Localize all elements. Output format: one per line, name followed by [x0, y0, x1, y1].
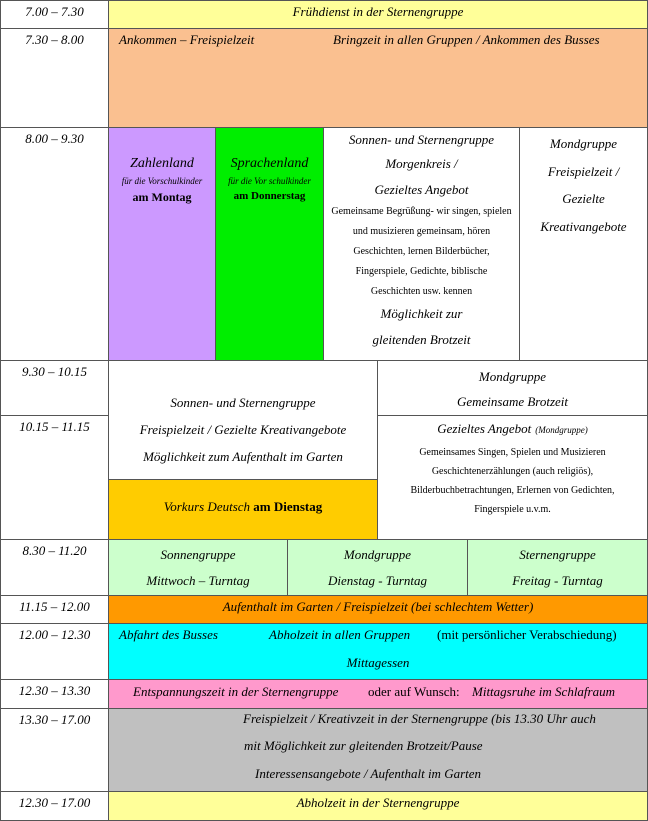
bringzeit-cell: Ankommen – Freispielzeit Bringzeit in al…	[108, 28, 648, 128]
time-cell-8: 12.00 – 12.30	[0, 623, 109, 680]
sonnengruppe-name: Sonnengruppe	[160, 547, 236, 562]
sonnengruppe-days: Mittwoch – Turntag	[146, 573, 250, 588]
brotzeit-line1: Mondgruppe	[478, 369, 547, 384]
mondgruppe-freispiel-cell: Mondgruppe Freispielzeit / Gezielte Krea…	[519, 127, 648, 361]
garten-freispiel-cell: Aufenthalt im Garten / Freispielzeit (be…	[108, 595, 648, 624]
abholzeit-sterne-cell: Abholzeit in der Sternengruppe	[108, 791, 648, 821]
sonnen-sternen-morgenkreis-cell: Sonnen- und Sternengruppe Morgenkreis / …	[323, 127, 520, 361]
nachmittag-line3: Interessensangebote / Aufenthalt im Gart…	[255, 766, 482, 781]
nachmittag-line2: mit Möglichkeit zur gleitenden Brotzeit/…	[244, 738, 483, 753]
abfahrt-bus: Abfahrt des Busses	[119, 627, 218, 642]
fruehdienst-cell: Frühdienst in der Sternengruppe	[108, 0, 648, 29]
zahlenland-day: am Montag	[132, 190, 192, 204]
time-cell-6: 8.30 – 11.20	[0, 539, 109, 596]
mond-line2: Freispielzeit /	[547, 163, 620, 179]
vorkurs-bold: am Dienstag	[253, 499, 323, 514]
morgenkreis-line4: Möglichkeit zur	[380, 306, 463, 321]
entspannungszeit-cell: Entspannungszeit in der Sternengruppe od…	[108, 679, 648, 709]
freispiel-line3: Möglichkeit zum Aufenthalt im Garten	[143, 449, 343, 464]
sternengruppe-turntag-cell: Sternengruppe Freitag - Turntag	[467, 539, 648, 596]
mondgruppe-name: Mondgruppe	[343, 547, 412, 562]
mond-line4: Kreativangebote	[540, 218, 627, 234]
entspannung-c: Mittagsruhe im Schlafraum	[472, 684, 615, 699]
brotzeit-line2: Gemeinsame Brotzeit	[456, 394, 569, 409]
angebot-title: Gezieltes Angebot	[437, 421, 532, 436]
entspannung-a: Entspannungszeit in der Sternengruppe	[133, 684, 339, 699]
sprachenland-title: Sprachenland	[230, 156, 309, 171]
sonnen-sternen-freispiel-cell: Sonnen- und Sternengruppe Freispielzeit …	[108, 360, 378, 480]
entspannung-b: oder auf Wunsch:	[368, 684, 460, 699]
sternengruppe-name: Sternengruppe	[519, 547, 596, 562]
gezieltes-angebot-mond-cell: Gezieltes Angebot (Mondgruppe) Gemeinsam…	[377, 415, 648, 540]
abholzeit-mittag-cell: Abfahrt des Busses Abholzeit in allen Gr…	[108, 623, 648, 680]
sprachenland-sub: für die Vor schulkinder	[228, 176, 311, 186]
sonnengruppe-turntag-cell: Sonnengruppe Mittwoch – Turntag	[108, 539, 288, 596]
zahlenland-sub: für die Vorschulkinder	[121, 176, 203, 186]
mond-line1: Mondgruppe	[549, 136, 618, 151]
garten-text: Aufenthalt im Garten / Freispielzeit (be…	[222, 599, 534, 614]
mondgruppe-brotzeit-cell: Mondgruppe Gemeinsame Brotzeit	[377, 360, 648, 416]
time-cell-4: 9.30 – 10.15	[0, 360, 109, 416]
sternengruppe-days: Freitag - Turntag	[512, 573, 603, 588]
abholzeit-sterne-text: Abholzeit in der Sternengruppe	[296, 795, 460, 810]
mondgruppe-days: Dienstag - Turntag	[328, 573, 427, 588]
sprachenland-cell: Sprachenland für die Vor schulkinder am …	[215, 127, 324, 361]
mondgruppe-turntag-cell: Mondgruppe Dienstag - Turntag	[287, 539, 468, 596]
nachmittag-line1: Freispielzeit / Kreativzeit in der Stern…	[243, 711, 596, 729]
freispiel-line1: Sonnen- und Sternengruppe	[170, 395, 316, 410]
sprachenland-day: am Donnerstag	[233, 190, 306, 202]
zahlenland-cell: Zahlenland für die Vorschulkinder am Mon…	[108, 127, 216, 361]
time-cell-9: 12.30 – 13.30	[0, 679, 109, 709]
bringzeit-left: Ankommen – Freispielzeit	[119, 32, 255, 47]
time-cell-11: 12.30 – 17.00	[0, 791, 109, 821]
fruehdienst-text: Frühdienst in der Sternengruppe	[292, 4, 464, 19]
vorkurs-italic: Vorkurs Deutsch	[163, 499, 251, 514]
mond-line3: Gezielte	[562, 191, 605, 206]
morgenkreis-line5: gleitenden Brotzeit	[372, 332, 471, 347]
time-cell-2: 7.30 – 8.00	[0, 28, 109, 128]
morgenkreis-body: Gemeinsame Begrüßung- wir singen, spiele…	[331, 206, 512, 297]
angebot-title-line: Gezieltes Angebot (Mondgruppe)	[386, 419, 639, 440]
morgenkreis-line1: Sonnen- und Sternengruppe	[348, 132, 495, 147]
morgenkreis-line3: Gezieltes Angebot	[374, 182, 469, 197]
nachmittag-freispiel-cell: Freispielzeit / Kreativzeit in der Stern…	[108, 708, 648, 792]
time-cell-1: 7.00 – 7.30	[0, 0, 109, 29]
angebot-body: Gemeinsames Singen, Spielen und Musizier…	[410, 447, 615, 515]
freispiel-line2: Freispielzeit / Gezielte Kreativangebote	[139, 422, 347, 437]
time-cell-10: 13.30 – 17.00	[0, 708, 109, 792]
zahlenland-title: Zahlenland	[130, 156, 194, 171]
bringzeit-right: Bringzeit in allen Gruppen / Ankommen de…	[333, 32, 600, 47]
morgenkreis-line2: Morgenkreis /	[385, 156, 458, 171]
time-cell-5: 10.15 – 11.15	[0, 415, 109, 540]
mittagessen: Mittagessen	[346, 655, 410, 670]
angebot-title-sub: (Mondgruppe)	[535, 425, 588, 435]
vorkurs-deutsch-cell: Vorkurs Deutsch am Dienstag	[108, 479, 378, 540]
time-cell-7: 11.15 – 12.00	[0, 595, 109, 624]
abholzeit-alle: Abholzeit in allen Gruppen	[269, 627, 411, 642]
time-cell-3: 8.00 – 9.30	[0, 127, 109, 361]
verabschiedung: (mit persönlicher Verabschiedung)	[437, 627, 617, 642]
